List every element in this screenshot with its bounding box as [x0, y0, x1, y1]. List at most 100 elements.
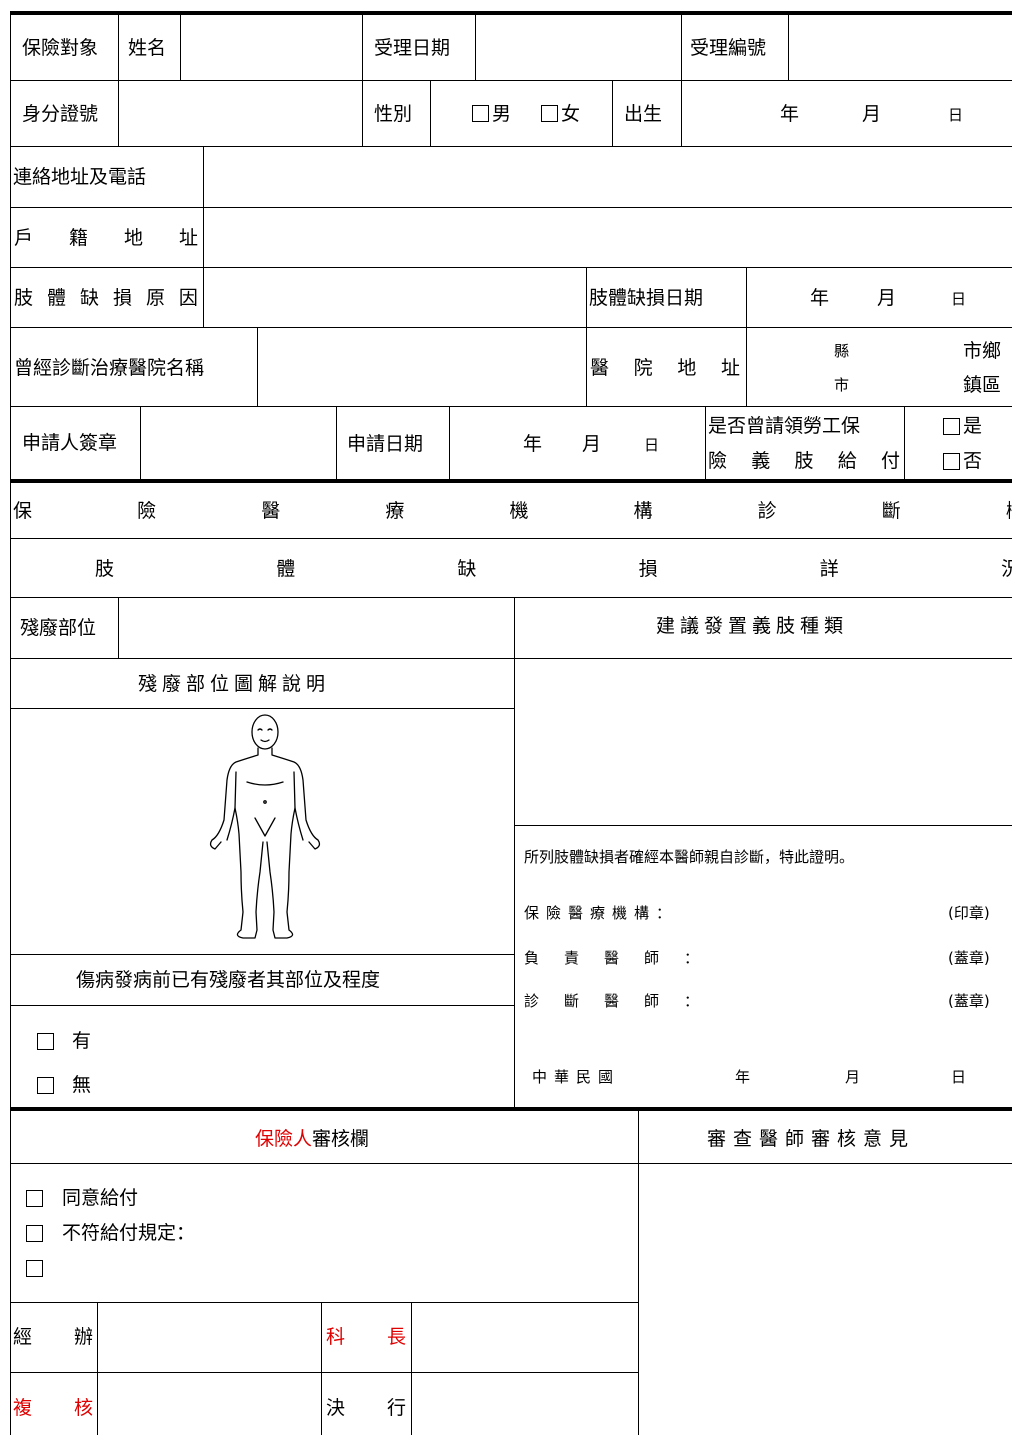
apply-year: 年: [523, 433, 543, 455]
name-label: 姓名: [128, 37, 167, 59]
labor-q-char: 險: [708, 450, 728, 472]
labor-q-char: 義: [751, 450, 771, 472]
id-field[interactable]: [122, 83, 358, 143]
insurer-rest-text: 審核欄: [312, 1128, 370, 1150]
col-line: [257, 327, 258, 406]
cert-month: 月: [845, 1068, 861, 1086]
has-label: 有: [72, 1030, 92, 1052]
hospital-addr-char: 址: [720, 357, 740, 379]
accept-date-field[interactable]: [478, 14, 678, 78]
hospital-addr-char: 地: [677, 357, 697, 379]
institution-seal[interactable]: (印章): [948, 904, 990, 922]
top-border: [10, 11, 1012, 15]
disabled-part-field[interactable]: [122, 600, 510, 655]
approve-field[interactable]: [415, 1375, 635, 1433]
col-line: [97, 1302, 98, 1435]
labor-q-char: 給: [837, 450, 857, 472]
col-line: [203, 146, 204, 327]
responsible-doctor-stamp[interactable]: (蓋章): [948, 949, 990, 967]
row-line: [10, 708, 514, 709]
id-label: 身分證號: [22, 103, 99, 125]
row-line: [10, 207, 1012, 208]
approve-char: 行: [386, 1397, 406, 1419]
household-char: 戶: [14, 227, 34, 249]
county-label: 縣: [834, 342, 850, 360]
body-diagram[interactable]: [205, 712, 325, 944]
household-address-label: 戶 籍 地 址: [14, 227, 198, 249]
title-char: 醫: [261, 500, 281, 522]
insurer-review-title: 保險人審核欄: [255, 1128, 369, 1150]
recheck-field[interactable]: [101, 1375, 318, 1433]
address-phone-field[interactable]: [207, 149, 1010, 205]
doctor-review-field[interactable]: [642, 1166, 1010, 1432]
birth-label: 出生: [624, 103, 663, 125]
accept-no-field[interactable]: [792, 14, 1010, 78]
agree-checkbox[interactable]: [26, 1190, 43, 1207]
prior-disability-label: 傷病發病前已有殘廢者其部位及程度: [76, 969, 381, 991]
none-checkbox[interactable]: [37, 1077, 54, 1094]
female-checkbox[interactable]: [541, 105, 558, 122]
household-address-field[interactable]: [207, 210, 1010, 265]
limb-cause-field[interactable]: [207, 270, 583, 325]
institution-label: 保險醫療機構：: [524, 904, 679, 922]
row-line: [10, 1302, 638, 1303]
other-checkbox[interactable]: [26, 1260, 43, 1277]
limb-cause-char: 因: [178, 287, 198, 309]
insurer-red-text: 保險人: [255, 1128, 313, 1150]
handler-char: 經: [13, 1326, 33, 1348]
yes-label: 是: [963, 415, 983, 437]
limb-cause-char: 體: [46, 287, 66, 309]
birth-month: 月: [862, 103, 882, 125]
col-line: [336, 406, 337, 479]
limb-date-label: 肢體缺損日期: [589, 287, 704, 309]
cert-year: 年: [735, 1068, 751, 1086]
labor-q-char: 付: [880, 450, 900, 472]
household-char: 址: [178, 227, 198, 249]
diagram-label: 殘廢部位圖解說明: [138, 673, 331, 695]
col-line: [118, 597, 119, 658]
city-label: 市: [834, 376, 850, 394]
title-char: 欄: [1006, 500, 1012, 522]
household-char: 籍: [68, 227, 88, 249]
no-checkbox[interactable]: [943, 453, 960, 470]
cert-day: 日: [951, 1068, 967, 1086]
col-line: [612, 80, 613, 146]
handler-field[interactable]: [101, 1305, 318, 1369]
male-checkbox[interactable]: [472, 105, 489, 122]
agree-label: 同意給付: [62, 1187, 139, 1209]
diagnosing-doctor-stamp[interactable]: (蓋章): [948, 992, 990, 1010]
signature-field[interactable]: [144, 409, 333, 476]
section-border: [10, 479, 1012, 483]
limb-day: 日: [951, 290, 967, 308]
title-char: 保: [13, 500, 33, 522]
female-label: 女: [561, 103, 581, 125]
prosthesis-type-field[interactable]: [518, 661, 1010, 821]
section-chief-field[interactable]: [415, 1305, 635, 1369]
male-label: 男: [492, 103, 512, 125]
sex-label: 性別: [374, 103, 413, 125]
hospital-name-field[interactable]: [261, 330, 583, 403]
limb-cause-char: 肢: [14, 287, 34, 309]
col-line: [746, 267, 747, 406]
col-line: [430, 80, 431, 146]
yes-checkbox[interactable]: [943, 418, 960, 435]
name-field[interactable]: [184, 14, 360, 78]
col-line: [514, 597, 515, 1107]
col-line: [321, 1302, 322, 1435]
limb-detail-title: 肢 體 缺 損 詳 況: [95, 558, 1012, 580]
col-line: [788, 11, 789, 80]
row-line: [10, 954, 514, 955]
row-line: [10, 1372, 638, 1373]
col-line: [411, 1302, 412, 1435]
labor-q-char: 肢: [794, 450, 814, 472]
row-line: [10, 1005, 514, 1006]
subtitle-char: 缺: [457, 558, 477, 580]
not-comply-checkbox[interactable]: [26, 1225, 43, 1242]
limb-cause-char: 缺: [79, 287, 99, 309]
recheck-label: 複 核: [13, 1397, 93, 1419]
apply-day: 日: [644, 436, 660, 454]
diagnosing-doctor-label: 診斷醫師：: [524, 992, 725, 1010]
hospital-addr-char: 醫: [590, 357, 610, 379]
has-checkbox[interactable]: [37, 1033, 54, 1050]
handler-label: 經 辦: [13, 1326, 93, 1348]
